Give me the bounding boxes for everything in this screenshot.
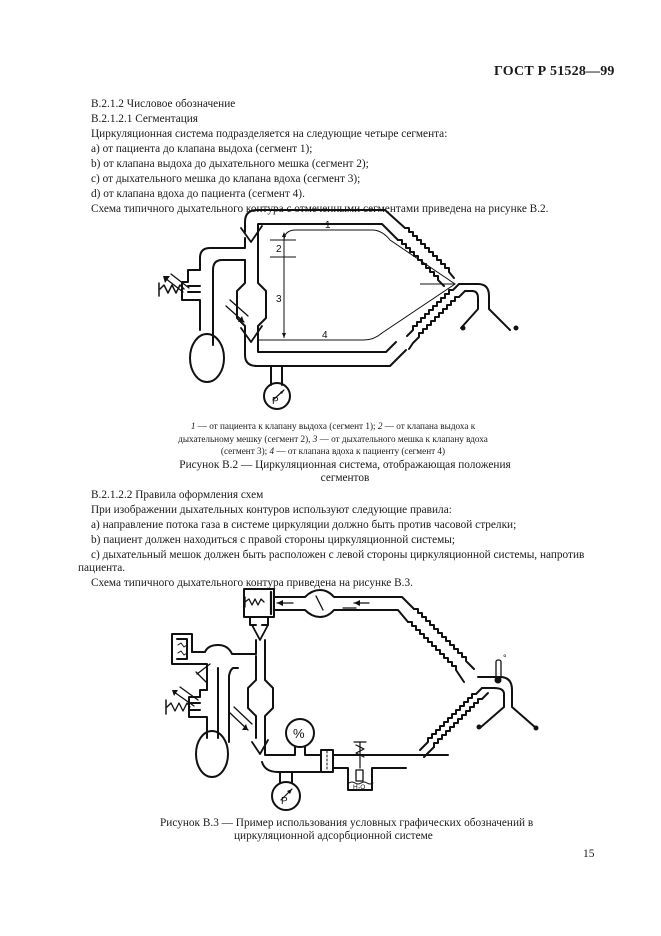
figure-b3-caption-line2: циркуляционной адсорбционной системе [234,830,433,842]
legend-text-4: — от клапана вдоха к пациенту (сегмент 4… [274,446,446,456]
heading-numeric-designation: B.2.1.2 Числовое обозначение [91,98,236,110]
rule-item-b: b) пациент должен находиться с правой ст… [91,534,455,546]
page-number: 15 [583,848,595,860]
segment-label-3: 3 [276,294,282,305]
figure-b2-legend: 1 — от пациента к клапану выдоха (сегмен… [165,420,501,458]
thermometer-degree-label: ° [503,653,507,663]
segment-label-4: 4 [322,330,328,341]
legend-text-1: — от пациента к клапану выдоха (сегмент … [195,421,378,431]
gauge-label-p: P [272,396,279,407]
figure-b2-caption: Рисунок В.2 — Циркуляционная система, от… [160,459,530,485]
figure-b2-caption-line2: сегментов [320,472,370,484]
paragraph-figure-b3-ref: Схема типичного дыхательного контура при… [91,577,413,589]
legend-text-3: — от дыхательного мешка к клапану вдоха … [220,433,488,457]
paragraph-intro: Циркуляционная система подразделяется на… [91,128,448,140]
segment-label-1: 1 [325,220,331,231]
legend-text-2: — от клапана выдоха к дыхательному мешку… [178,421,476,444]
figure-b2-caption-line1: Рисунок В.2 — Циркуляционная система, от… [179,459,511,471]
list-item-b: b) от клапана выдоха до дыхательного меш… [91,158,369,170]
legend-num-3: 3 [312,433,318,444]
paragraph-rules-intro: При изображении дыхательных контуров исп… [91,504,452,516]
water-trap-label: H₂O [353,784,365,791]
figure-b3-caption: Рисунок В.3 — Пример использования услов… [160,817,540,843]
rule-item-c-continued: пациента. [78,562,126,574]
gauge-label-p-b3: P [281,796,288,807]
legend-num-2: 2 [377,421,383,431]
rule-item-c: c) дыхательный мешок должен быть располо… [91,549,585,561]
legend-num-1: 1 [190,421,196,431]
legend-num-4: 4 [269,446,275,456]
figure-b3-caption-line1: Рисунок В.3 — Пример использования услов… [160,817,534,829]
paragraph-figure-ref: Схема типичного дыхательного контура с о… [91,203,549,215]
heading-drawing-rules: B.2.1.2.2 Правила оформления схем [91,489,264,501]
list-item-d: d) от клапана вдоха до пациента (сегмент… [91,188,305,200]
standard-code-header: ГОСТ Р 51528—99 [494,64,615,79]
list-item-c: c) от дыхательного мешка до клапана вдох… [91,173,361,185]
rule-item-a: a) направление потока газа в системе цир… [91,519,517,531]
segment-label-2: 2 [276,244,282,255]
list-item-a: a) от пациента до клапана выдоха (сегмен… [91,143,313,155]
heading-segmentation: B.2.1.2.1 Сегментация [91,113,199,125]
oxygen-analyzer-label: % [293,726,305,741]
